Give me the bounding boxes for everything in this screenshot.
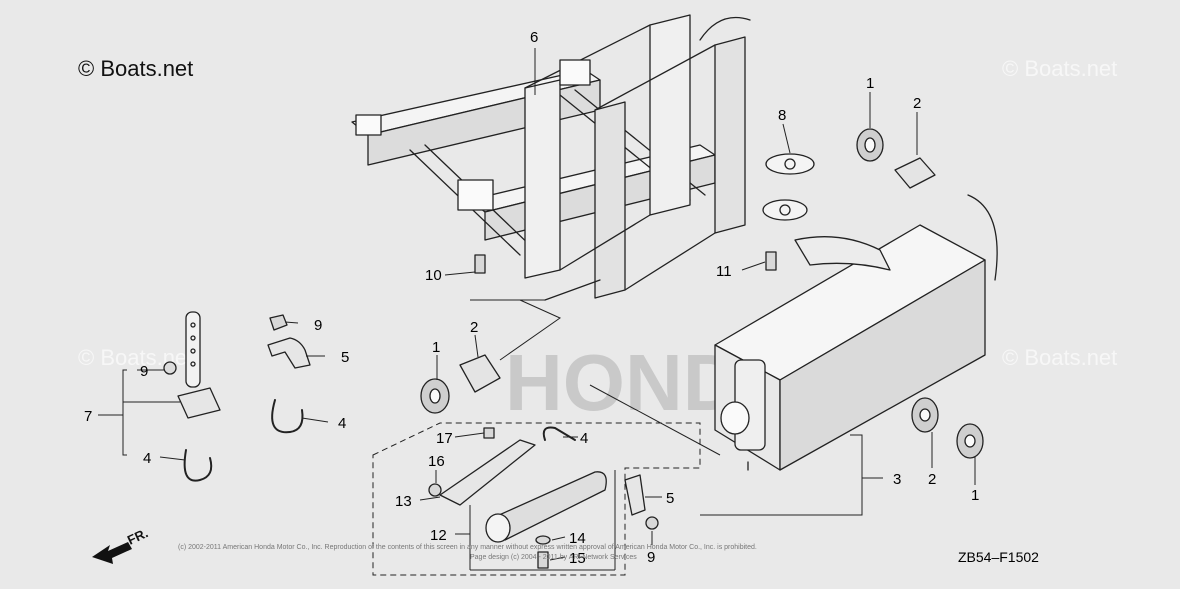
callout-4: 4 [143,450,151,467]
front-direction-marker: FR. [92,525,150,564]
callout-14: 14 [569,530,586,547]
frame-part-6 [351,14,751,301]
callout-1: 1 [971,487,979,504]
leader-lines [98,48,976,576]
callout-4: 4 [338,415,346,432]
callout-5: 5 [341,349,349,366]
bolt-part-17 [483,427,495,439]
callout-9: 9 [140,363,148,380]
u-bolt-part-4 [542,426,576,441]
callout-6: 6 [530,29,538,46]
callout-13: 13 [395,493,412,510]
callout-4: 4 [580,430,588,447]
clamp-part-5 [267,337,311,369]
callout-2: 2 [928,471,936,488]
washer-part-14 [535,535,551,545]
washer-part-16 [428,483,442,497]
callout-9: 9 [647,549,655,566]
callout-10: 10 [425,267,442,284]
callout-12: 12 [430,527,447,544]
bracket-part-2 [894,157,936,189]
callout-17: 17 [436,430,453,447]
clamp-part-5 [624,474,646,516]
callout-9: 9 [314,317,322,334]
callout-3: 3 [893,471,901,488]
callout-1: 1 [866,75,874,92]
exhaust-flange [762,199,808,221]
callout-2: 2 [470,319,478,336]
muffler-part-3 [714,194,998,471]
nut-part-9 [645,516,659,530]
callout-2: 2 [913,95,921,112]
gasket-part-8 [765,153,815,175]
callout-1: 1 [432,339,440,356]
stay-part-13 [439,439,536,506]
bracket-part-2 [459,354,501,393]
callout-5: 5 [666,490,674,507]
boats-net-watermark: © Boats.net [78,56,194,81]
hanger-assembly-part-7 [163,311,221,482]
bolt-part-10 [474,254,486,274]
callout-11: 11 [716,263,732,280]
diagram-code: ZB54–F1502 [958,549,1039,565]
callout-7: 7 [84,408,92,425]
callout-16: 16 [428,453,445,470]
copyright-line-2: Page design (c) 2004 - 2011 by ARI Netwo… [470,554,637,561]
nut-part-9 [269,314,288,331]
copyright-line-1: (c) 2002-2011 American Honda Motor Co., … [178,544,757,551]
tail-pipe-part-12 [485,471,607,543]
u-bolt-part-4 [271,399,304,434]
bolt-part-11 [765,251,777,271]
boats-net-watermark-faint: © Boats.net [1002,345,1118,370]
callout-labels: 6 1 2 8 10 11 9 5 4 9 7 4 1 2 17 4 16 13… [84,29,979,567]
callout-8: 8 [778,107,786,124]
bolt-part-15 [537,551,549,569]
boats-net-watermark-faint: © Boats.net [1002,56,1118,81]
callout-15: 15 [569,550,586,567]
front-marker-label: FR. [125,525,150,547]
